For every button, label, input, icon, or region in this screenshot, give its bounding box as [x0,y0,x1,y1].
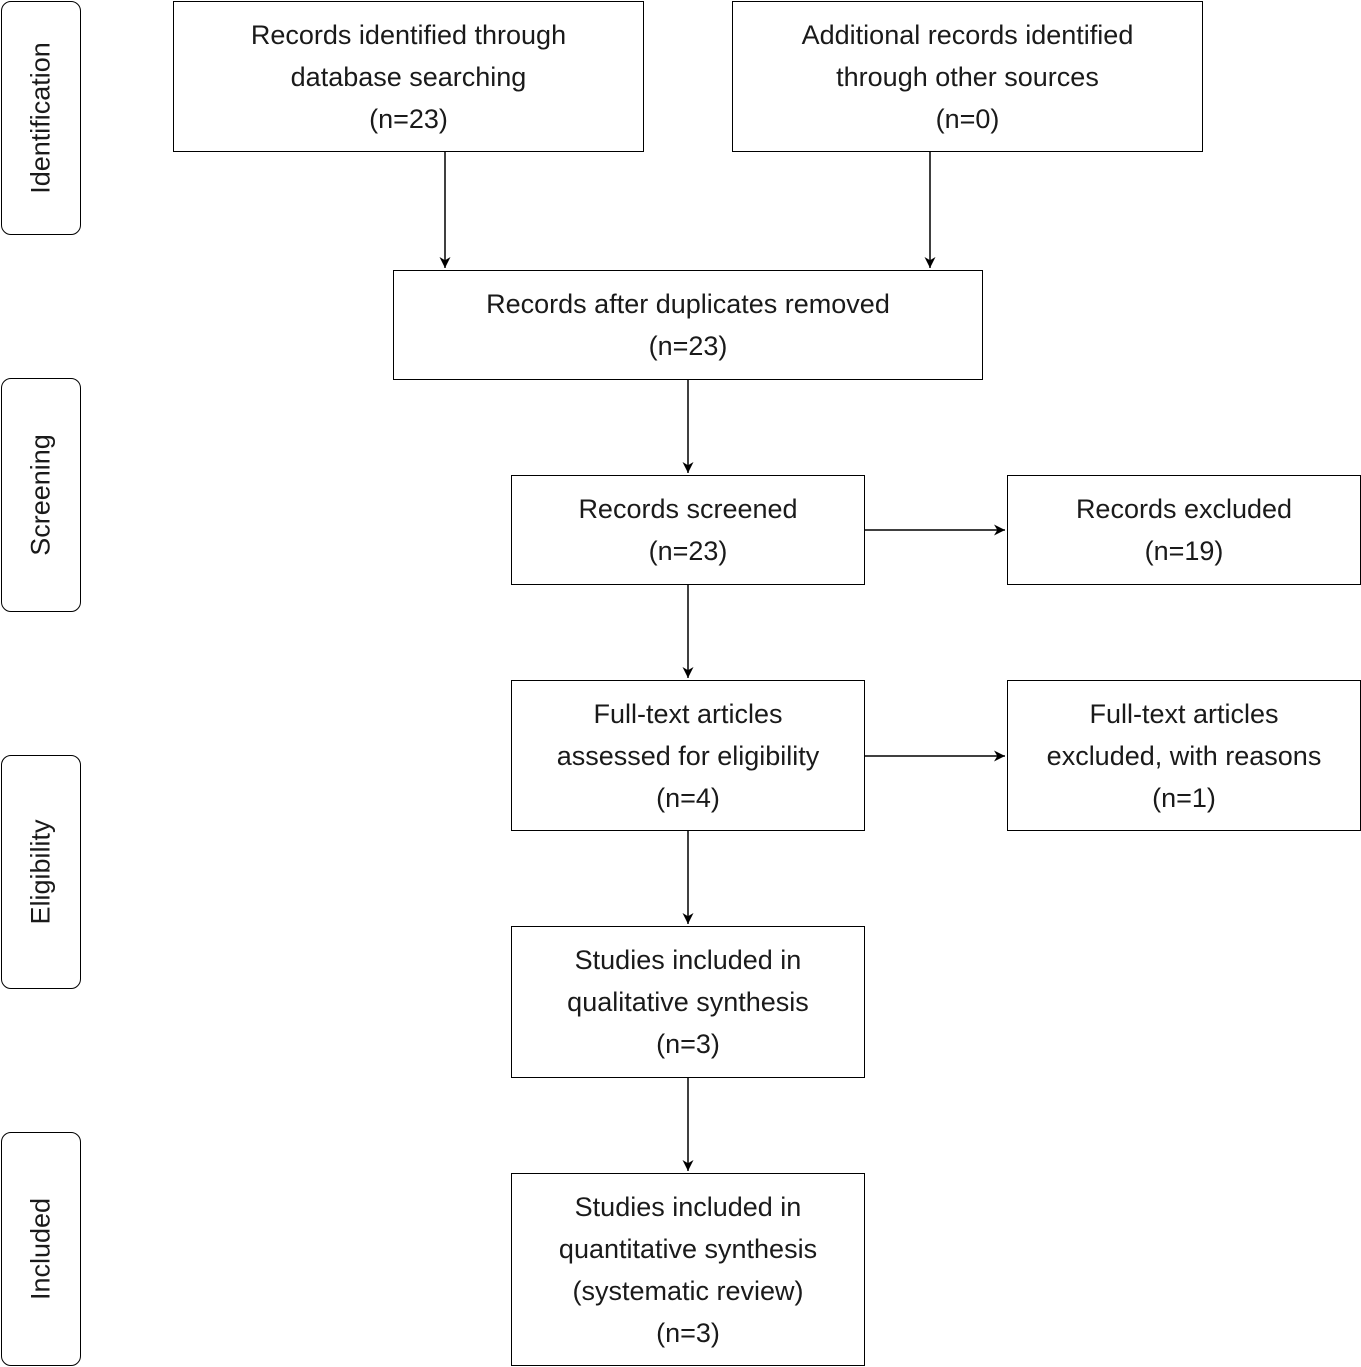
box-count: (n=23) [369,103,448,134]
box-line: Full-text articles [1089,698,1279,729]
stage-label: Eligibility [25,819,56,925]
stage-label: Screening [25,434,56,556]
box-line: database searching [290,61,527,92]
box-line: (systematic review) [572,1275,804,1306]
box-count: (n=3) [656,1029,720,1059]
stage-identification: Identification [1,1,81,235]
box-line: Records identified through [250,19,567,50]
box-line: qualitative synthesis [567,987,809,1017]
box-line: Records excluded [1075,494,1293,524]
stage-label: Identification [25,42,56,194]
box-line: Studies included in [574,1191,802,1222]
stage-screening: Screening [1,378,81,612]
box-line: Additional records identified [801,19,1134,50]
box-count: (n=0) [935,103,1000,134]
box-line: excluded, with reasons [1046,740,1322,771]
box-fulltext-excluded: Full-text articles excluded, with reason… [1007,680,1361,831]
box-line: assessed for eligibility [556,740,820,771]
box-records-excluded: Records excluded (n=19) [1007,475,1361,585]
stage-included: Included [1,1132,81,1366]
box-records-screened: Records screened (n=23) [511,475,865,585]
box-qualitative-synthesis: Studies included in qualitative synthesi… [511,926,865,1078]
box-count: (n=4) [656,782,720,813]
box-count: (n=23) [648,536,728,566]
box-line: through other sources [836,61,1099,92]
box-line: Records after duplicates removed [486,289,890,319]
box-line: Studies included in [574,945,802,975]
box-fulltext-assessed: Full-text articles assessed for eligibil… [511,680,865,831]
box-line: Full-text articles [593,698,783,729]
box-database-search: Records identified through database sear… [173,1,644,152]
box-duplicates-removed: Records after duplicates removed (n=23) [393,270,983,380]
box-count: (n=23) [648,331,728,361]
stage-eligibility: Eligibility [1,755,81,989]
box-count: (n=3) [656,1317,720,1348]
box-other-sources: Additional records identified through ot… [732,1,1203,152]
box-line: quantitative synthesis [558,1233,818,1264]
box-line: Records screened [578,494,798,524]
box-count: (n=19) [1144,536,1224,566]
box-count: (n=1) [1152,782,1216,813]
stage-label: Included [25,1197,56,1301]
box-quantitative-synthesis: Studies included in quantitative synthes… [511,1173,865,1366]
